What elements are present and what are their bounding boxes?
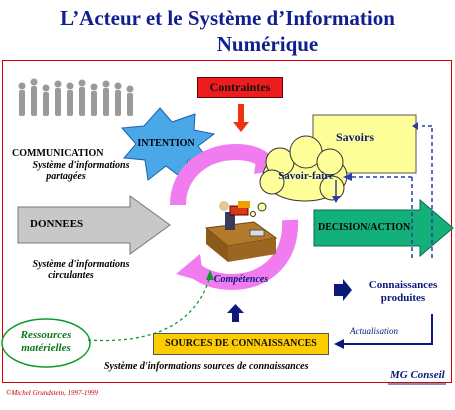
donnees-label: DONNEES bbox=[30, 218, 84, 230]
contraintes-box: Contraintes bbox=[197, 77, 283, 98]
actualisation-label: Actualisation bbox=[350, 326, 398, 336]
donnees-arrow-icon bbox=[17, 195, 171, 255]
connaissances-produites-line2: produites bbox=[380, 292, 426, 304]
competences-label: Compétences bbox=[213, 274, 269, 285]
donnees-sub2: circulantes bbox=[48, 270, 94, 281]
communication-sub1: Système d'informations bbox=[32, 160, 130, 171]
actor-at-desk-icon bbox=[204, 201, 278, 262]
sources-box: SOURCES DE CONNAISSANCES bbox=[153, 333, 329, 355]
communication-title: COMMUNICATION bbox=[12, 148, 104, 159]
ressources-ellipse bbox=[1, 318, 91, 368]
communication-sub2: partagées bbox=[46, 171, 86, 182]
savoirs-label: Savoirs bbox=[335, 130, 374, 144]
page-title-line1: L’Acteur et le Système d’Information bbox=[60, 6, 395, 30]
sources-caption: Système d'informations sources de connai… bbox=[104, 361, 309, 372]
actualisation-arrow-icon bbox=[340, 314, 433, 345]
intention-label: INTENTION bbox=[137, 138, 195, 149]
decision-arrow-icon bbox=[313, 198, 454, 258]
connaissances-produites-line1: Connaissances bbox=[368, 279, 438, 291]
ressources-dashed-curve bbox=[87, 275, 211, 342]
contraintes-arrow-icon bbox=[233, 104, 249, 132]
copyright: ©Michel Grundstein, 1997-1999 bbox=[6, 389, 98, 397]
ressources-line1: Ressources bbox=[20, 329, 72, 341]
decision-action-label: DECISION/ACTION bbox=[318, 222, 411, 233]
sources-up-arrow-icon bbox=[227, 304, 244, 322]
diagram-frame bbox=[2, 60, 452, 383]
people-crowd-icon bbox=[18, 78, 134, 116]
ressources-line2: matérielles bbox=[21, 342, 71, 354]
mg-conseil-logo: MG Conseil bbox=[390, 369, 445, 381]
savoir-faire-label: Savoir-faire bbox=[278, 170, 334, 182]
donnees-sub1: Système d'informations bbox=[32, 259, 130, 270]
connaissances-arrow-icon bbox=[334, 279, 352, 301]
feedback-dashed-arrows-icon bbox=[348, 125, 433, 258]
savoir-faire-cloud-icon bbox=[250, 135, 348, 217]
page-title-line2: Numérique bbox=[216, 32, 319, 56]
